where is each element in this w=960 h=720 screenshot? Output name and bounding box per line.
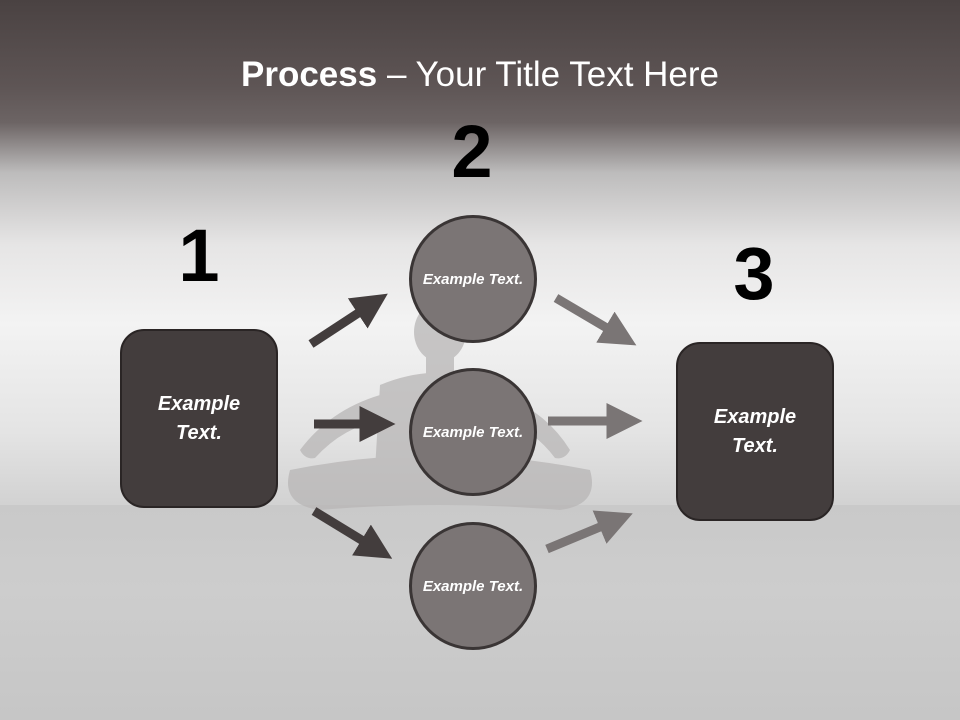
title-rest: – Your Title Text Here [377, 55, 719, 94]
circle-bottom-text: Example Text. [422, 577, 524, 595]
step-1-text: Example Text. [157, 392, 241, 444]
step-3-number: 3 [733, 232, 775, 315]
title-bold: Process [241, 55, 378, 94]
step-2-circle-bottom[interactable]: Example Text. [409, 522, 537, 650]
step-1-number: 1 [178, 214, 220, 297]
arrow-from-top-circle [553, 294, 637, 346]
step-1-box[interactable]: Example Text. [120, 329, 278, 508]
step-2-circle-middle[interactable]: Example Text. [409, 368, 537, 496]
arrow-from-bottom-circle [545, 510, 633, 554]
slide-title: Process – Your Title Text Here [0, 52, 960, 98]
circle-middle-text: Example Text. [422, 423, 524, 441]
step-2-circle-top[interactable]: Example Text. [409, 215, 537, 343]
step-3-box[interactable]: Example Text. [676, 342, 834, 521]
arrow-to-bottom-circle [311, 507, 393, 559]
circle-top-text: Example Text. [422, 270, 524, 288]
step-2-number: 2 [451, 110, 493, 193]
arrow-to-top-circle [308, 293, 388, 348]
step-3-text: Example Text. [713, 405, 797, 457]
